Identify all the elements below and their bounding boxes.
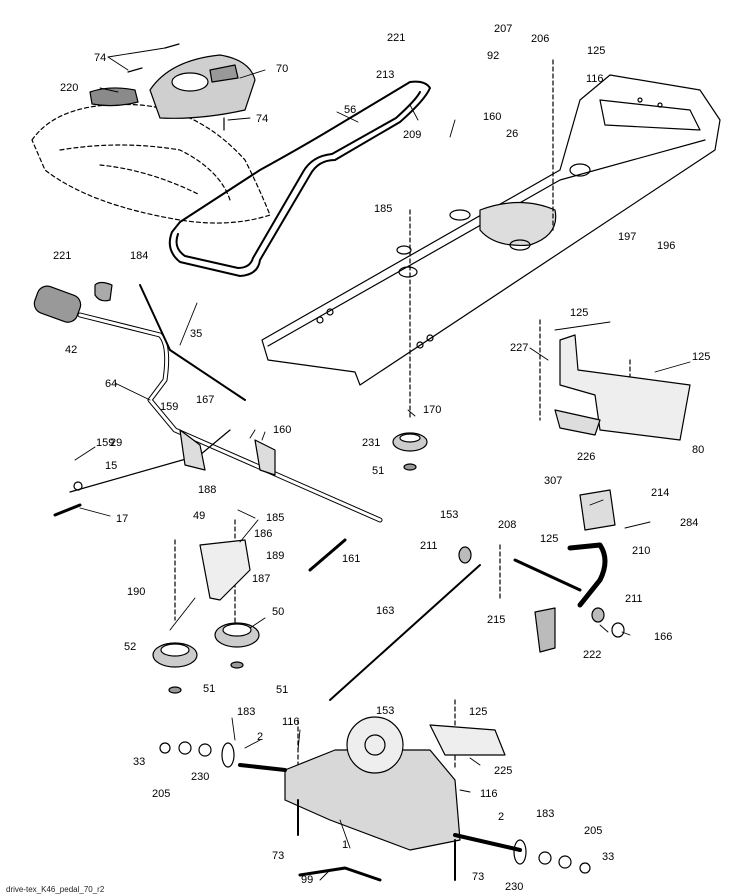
callout-label: 209 [403, 129, 422, 141]
guide-lines [174, 59, 631, 801]
callout-label: 220 [60, 82, 79, 94]
callout-label: 125 [570, 307, 589, 319]
callout-label: 73 [272, 850, 285, 862]
callout-label: 226 [577, 451, 596, 463]
callout-label: 74 [256, 113, 269, 125]
callout-label: 207 [494, 23, 513, 35]
callout-label: 185 [374, 203, 393, 215]
callout-label: 225 [494, 765, 513, 777]
callout-label: 153 [440, 509, 459, 521]
callout-label: 51 [276, 684, 289, 696]
callout-label: 70 [276, 63, 289, 75]
leader-lines [74, 47, 691, 881]
callout-label: 183 [536, 808, 555, 820]
callout-label: 125 [540, 533, 559, 545]
callout-label: 52 [124, 641, 137, 653]
callout-label: 231 [362, 437, 381, 449]
callout-label: 213 [376, 69, 395, 81]
callout-label: 197 [618, 231, 637, 243]
drive-belt [168, 80, 431, 277]
drawing-caption: drive-tex_K46_pedal_70_r2 [6, 885, 105, 894]
callout-label: 80 [692, 444, 705, 456]
callout-label: 49 [193, 510, 206, 522]
callout-label: 186 [254, 528, 273, 540]
callout-label: 190 [127, 586, 146, 598]
callout-label: 64 [105, 378, 118, 390]
callout-label: 159 [96, 437, 115, 449]
callout-label: 184 [130, 250, 149, 262]
callout-label: 211 [420, 540, 438, 552]
callout-label: 159 [160, 401, 179, 413]
callout-label: 56 [344, 104, 357, 116]
hood-assembly [31, 43, 271, 224]
callout-label: 170 [423, 404, 442, 416]
callout-label: 206 [531, 33, 550, 45]
callout-label: 125 [692, 351, 711, 363]
callout-label: 166 [654, 631, 673, 643]
callout-label: 215 [487, 614, 506, 626]
callout-label: 35 [190, 328, 203, 340]
callout-label: 51 [203, 683, 216, 695]
callout-label: 163 [376, 605, 395, 617]
lift-rods [33, 281, 383, 523]
callout-label: 227 [510, 342, 529, 354]
callout-label: 42 [65, 344, 78, 356]
callout-label: 116 [586, 73, 604, 85]
callout-label: 15 [105, 460, 118, 472]
pulleys [152, 432, 428, 694]
callout-label: 1 [342, 839, 349, 851]
callout-label: 26 [506, 128, 519, 140]
callout-label: 116 [480, 788, 498, 800]
tractor-frame [261, 74, 721, 386]
callout-label: 307 [544, 475, 563, 487]
callout-label: 222 [583, 649, 602, 661]
callout-label: 208 [498, 519, 517, 531]
callout-label: 167 [196, 394, 215, 406]
callout-label: 189 [266, 550, 285, 562]
callout-label: 2 [498, 811, 505, 823]
callout-label: 214 [651, 487, 670, 499]
callout-label: 92 [487, 50, 500, 62]
callout-label: 187 [252, 573, 271, 585]
callout-label: 185 [266, 512, 285, 524]
callout-label: 161 [342, 553, 361, 565]
callout-label: 125 [587, 45, 606, 57]
callout-label: 210 [632, 545, 651, 557]
transmission [159, 716, 591, 882]
callout-label: 50 [272, 606, 285, 618]
callout-label: 2 [257, 731, 264, 743]
callout-label: 29 [110, 437, 123, 449]
callout-label: 33 [133, 756, 146, 768]
callout-label: 99 [301, 874, 314, 886]
callout-label: 125 [469, 706, 488, 718]
callout-label: 221 [387, 32, 406, 44]
callout-label: 284 [680, 517, 699, 529]
callout-label: 230 [505, 881, 524, 893]
callout-label: 116 [282, 716, 300, 728]
callout-label: 211 [625, 593, 643, 605]
callout-label: 188 [198, 484, 217, 496]
bracket-80 [554, 334, 691, 441]
callout-label: 205 [152, 788, 171, 800]
callout-label: 51 [372, 465, 385, 477]
callout-label: 74 [94, 52, 107, 64]
callout-label: 205 [584, 825, 603, 837]
callout-label: 183 [237, 706, 256, 718]
callout-label: 221 [53, 250, 72, 262]
callout-label: 73 [472, 871, 485, 883]
callout-label: 33 [602, 851, 615, 863]
callout-label: 230 [191, 771, 210, 783]
callout-label: 153 [376, 705, 395, 717]
pedal-assembly [329, 489, 625, 701]
callout-label: 160 [483, 111, 502, 123]
callout-label: 17 [116, 513, 129, 525]
callout-label: 160 [273, 424, 292, 436]
callout-label: 196 [657, 240, 676, 252]
